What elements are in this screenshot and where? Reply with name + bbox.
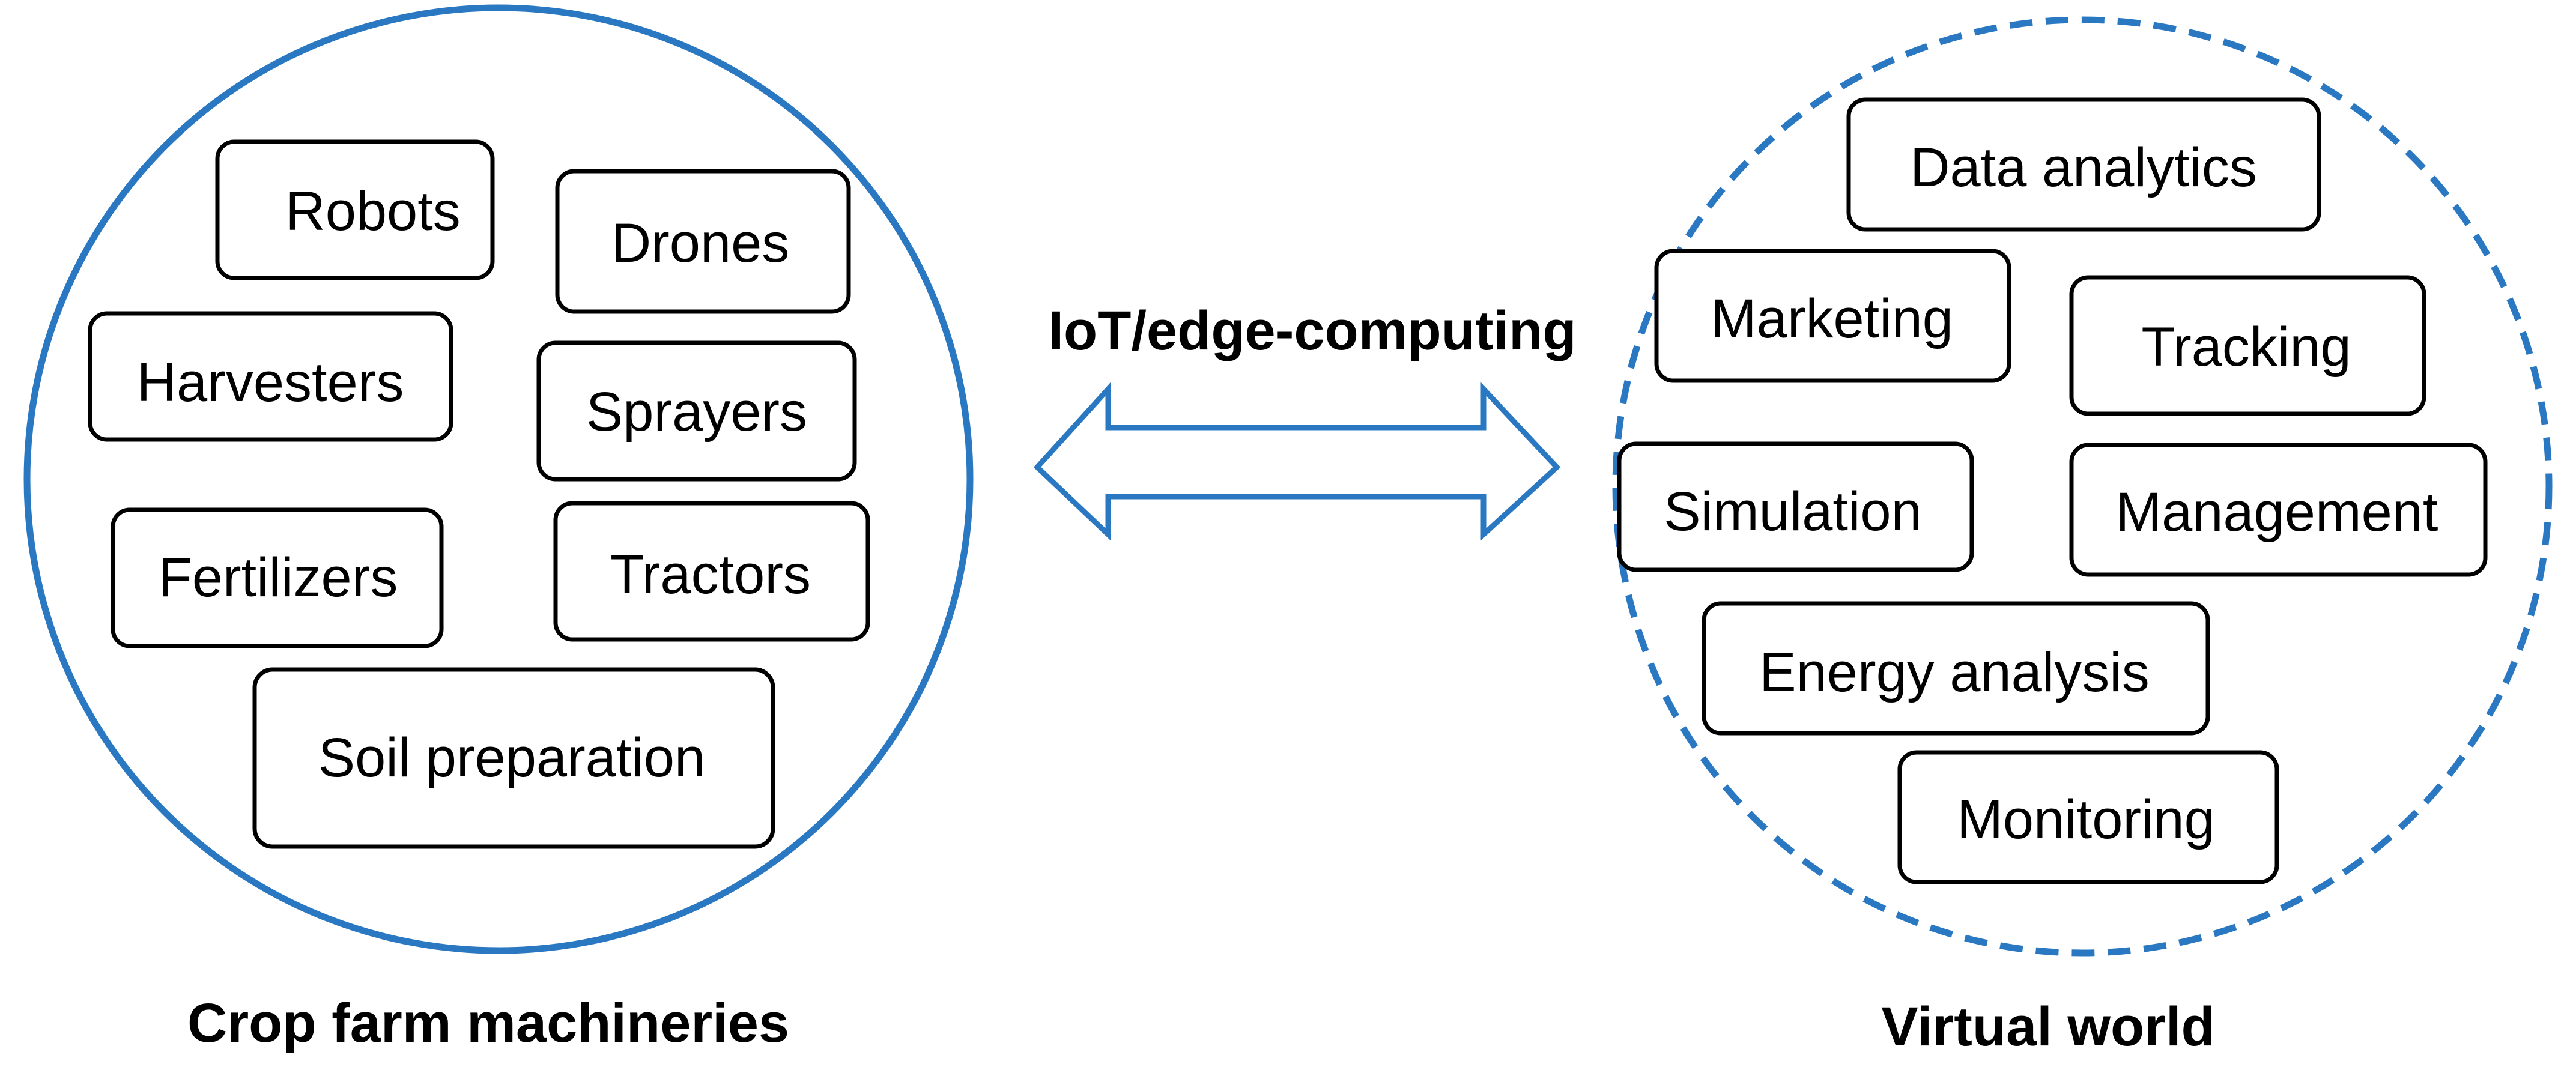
virtual-item-management: Management [2069, 443, 2488, 577]
virtual-item-label: Data analytics [1910, 137, 2257, 198]
machinery-item-drones: Drones [555, 169, 851, 314]
machinery-item-sprayers: Sprayers [536, 340, 857, 482]
virtual-item-label: Simulation [1664, 481, 1922, 542]
machinery-item-soil-preparation: Soil preparation [252, 667, 775, 849]
machinery-item-label: Fertilizers [159, 547, 398, 608]
machinery-item-label: Tractors [610, 544, 811, 605]
machinery-item-label: Sprayers [586, 381, 807, 443]
machinery-item-tractors: Tractors [553, 501, 870, 642]
virtual-item-simulation: Simulation [1617, 441, 1974, 572]
connector-label: IoT/edge-computing [1048, 300, 1576, 361]
virtual-item-label: Monitoring [1957, 789, 2215, 850]
virtual-item-data-analytics: Data analytics [1846, 97, 2321, 232]
machinery-item-label: Drones [611, 213, 790, 274]
machinery-item-label: Harvesters [137, 352, 404, 413]
machinery-item-label: Robots [285, 181, 461, 242]
virtual-item-energy-analysis: Energy analysis [1702, 601, 2210, 736]
virtual-item-label: Energy analysis [1759, 642, 2149, 703]
virtual-item-label: Management [2116, 482, 2438, 543]
virtual-item-label: Marketing [1711, 288, 1953, 349]
machinery-item-robots: Robots [215, 139, 495, 280]
bidirectional-arrow-icon [1033, 382, 1561, 541]
physical-group-circle [23, 4, 974, 954]
virtual-item-marketing: Marketing [1654, 249, 2011, 383]
machinery-item-label: Soil preparation [318, 727, 705, 788]
machinery-item-harvesters: Harvesters [88, 311, 453, 442]
physical-group-caption: Crop farm machineries [187, 993, 789, 1054]
virtual-group-circle [1612, 16, 2553, 957]
virtual-group-caption: Virtual world [1881, 996, 2215, 1057]
virtual-item-monitoring: Monitoring [1897, 750, 2279, 884]
machinery-item-fertilizers: Fertilizers [111, 507, 444, 648]
virtual-item-label: Tracking [2141, 316, 2351, 378]
virtual-item-tracking: Tracking [2069, 275, 2426, 416]
